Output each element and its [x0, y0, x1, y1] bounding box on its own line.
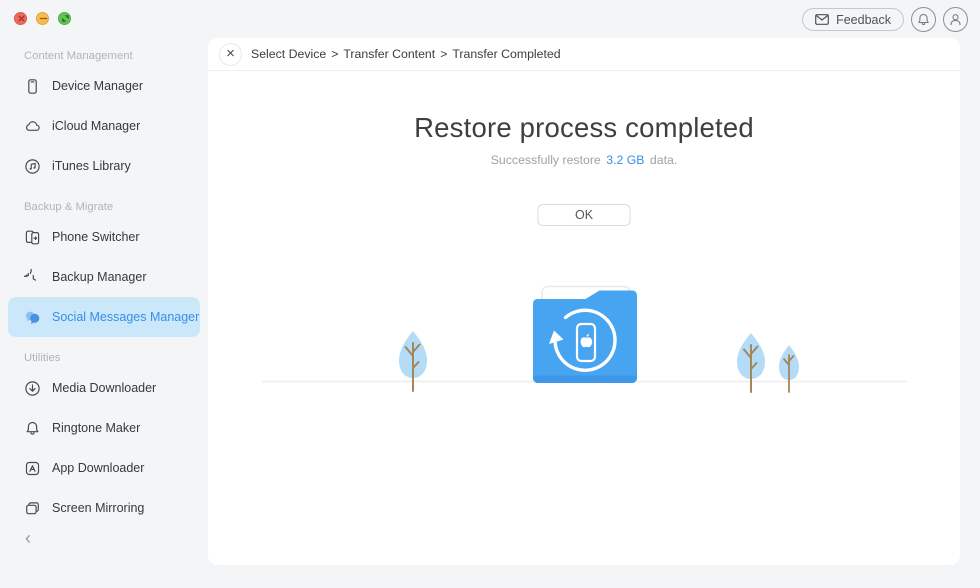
breadcrumb-separator: >: [440, 47, 448, 61]
section-title-backup-migrate: Backup & Migrate: [24, 201, 114, 213]
sidebar-item-label: Media Downloader: [52, 381, 157, 395]
result-summary-suffix: data.: [649, 153, 678, 167]
tree-right-large: [737, 333, 765, 393]
sidebar-item-label: Phone Switcher: [52, 230, 140, 244]
chevron-left-icon: ‹: [25, 528, 31, 548]
account-button[interactable]: [943, 7, 968, 32]
phone-outline: [575, 322, 597, 363]
sidebar-item-label: Ringtone Maker: [52, 421, 141, 435]
appstore-icon: [24, 460, 41, 477]
feedback-button[interactable]: Feedback: [802, 8, 904, 31]
restore-folder-icon: [533, 285, 637, 383]
sidebar-collapse-button[interactable]: ‹: [0, 528, 208, 548]
sidebar-item-app-downloader[interactable]: App Downloader: [8, 448, 200, 488]
sidebar: Content Management Device Manager iCloud…: [0, 38, 208, 588]
tree-left: [399, 331, 427, 392]
zoom-window-button[interactable]: [58, 12, 71, 25]
ok-button-label: OK: [574, 208, 594, 222]
sidebar-item-label: Screen Mirroring: [52, 501, 145, 515]
sidebar-item-label: App Downloader: [52, 461, 145, 475]
cloud-icon: [24, 118, 41, 135]
restored-data-size: 3.2 GB: [606, 153, 645, 167]
music-note-icon: [24, 158, 41, 175]
fullscreen-icon: [62, 15, 69, 22]
result-summary-prefix: Successfully restore: [490, 153, 601, 167]
section-title-utilities: Utilities: [24, 352, 61, 364]
sidebar-item-label: Social Messages Manager: [52, 310, 200, 324]
close-icon: ×: [226, 45, 235, 62]
page-title: Restore process completed: [414, 112, 754, 143]
topbar-actions: Feedback: [802, 7, 968, 32]
feedback-label: Feedback: [836, 12, 891, 27]
notifications-button[interactable]: [911, 7, 936, 32]
close-icon: [18, 15, 25, 22]
breadcrumb-step-transfer-content: Transfer Content: [343, 47, 436, 61]
section-title-content-management: Content Management: [24, 50, 133, 62]
sidebar-item-label: iTunes Library: [52, 159, 131, 173]
chat-bubbles-icon: [24, 309, 41, 326]
sidebar-item-phone-switcher[interactable]: Phone Switcher: [8, 217, 200, 257]
sidebar-item-icloud-manager[interactable]: iCloud Manager: [8, 106, 200, 146]
sidebar-item-ringtone-maker[interactable]: Ringtone Maker: [8, 408, 200, 448]
sidebar-item-social-messages-manager[interactable]: Social Messages Manager: [8, 297, 200, 337]
bell-icon: [918, 13, 929, 25]
result-summary: Successfully restore 3.2 GB data.: [208, 153, 960, 167]
breadcrumb-step-transfer-completed: Transfer Completed: [452, 47, 561, 61]
minimize-icon: [39, 17, 48, 20]
traffic-lights: [14, 12, 71, 25]
user-icon: [950, 14, 961, 26]
breadcrumb-step-select-device: Select Device: [251, 47, 327, 61]
main-panel: × Select Device > Transfer Content > Tra…: [208, 38, 960, 565]
phone-icon: [24, 78, 41, 95]
sidebar-item-label: Backup Manager: [52, 270, 147, 284]
sidebar-item-screen-mirroring[interactable]: Screen Mirroring: [8, 488, 200, 528]
breadcrumb: Select Device > Transfer Content > Trans…: [251, 47, 561, 61]
restore-complete-illustration: [262, 285, 907, 393]
phone-switch-icon: [24, 229, 41, 246]
circular-arrow: [553, 308, 617, 372]
close-flow-button[interactable]: ×: [219, 42, 242, 66]
folder-body: [533, 290, 637, 383]
envelope-icon: [815, 14, 829, 25]
bell-icon: [24, 420, 41, 437]
tree-right-small: [779, 345, 799, 393]
download-circle-icon: [24, 380, 41, 397]
folder-bottom-edge: [533, 375, 637, 383]
minimize-window-button[interactable]: [36, 12, 49, 25]
apple-logo: [580, 334, 593, 348]
sidebar-item-device-manager[interactable]: Device Manager: [8, 66, 200, 106]
sidebar-item-media-downloader[interactable]: Media Downloader: [8, 368, 200, 408]
screens-icon: [24, 500, 41, 517]
sidebar-item-label: Device Manager: [52, 79, 144, 93]
ok-button[interactable]: OK: [537, 204, 631, 226]
sidebar-item-backup-manager[interactable]: Backup Manager: [8, 257, 200, 297]
breadcrumb-bar: × Select Device > Transfer Content > Tra…: [208, 38, 960, 71]
arrowhead: [549, 330, 564, 344]
breadcrumb-separator: >: [331, 47, 339, 61]
close-window-button[interactable]: [14, 12, 27, 25]
sidebar-item-itunes-library[interactable]: iTunes Library: [8, 146, 200, 186]
clock-restore-icon: [24, 268, 41, 286]
sidebar-item-label: iCloud Manager: [52, 119, 141, 133]
